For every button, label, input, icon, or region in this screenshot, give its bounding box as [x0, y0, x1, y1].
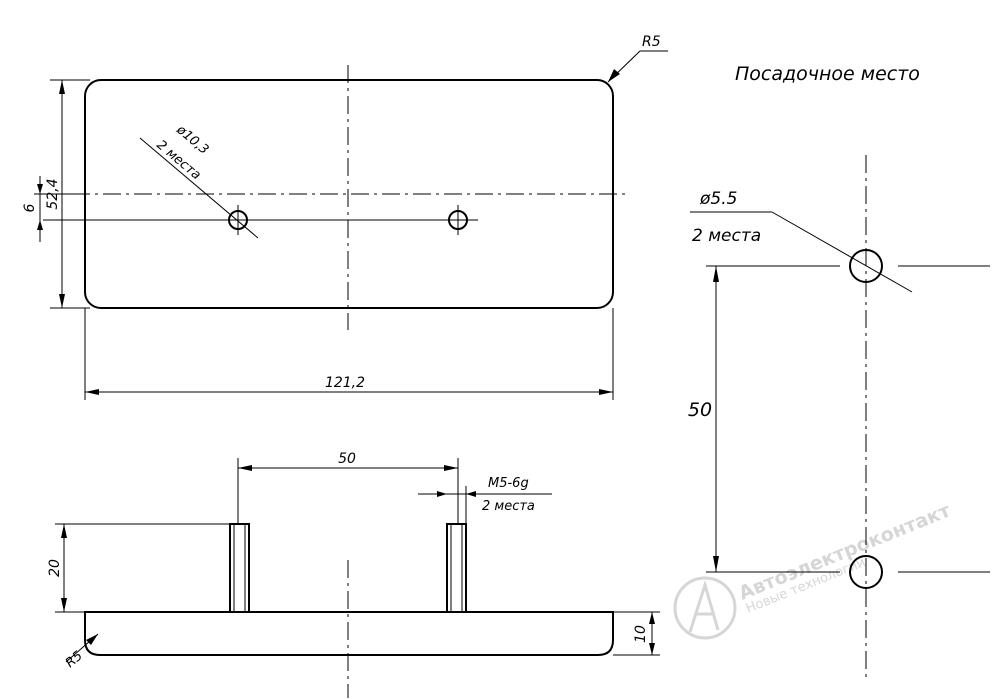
mounting-spacing-arrow-bottom [713, 556, 719, 572]
watermark-brand: Автоэлектроконтакт [736, 499, 954, 604]
plate-outline [84, 79, 614, 309]
base-thickness-label: 10 [633, 625, 649, 643]
spacing-arrow-right [444, 465, 458, 471]
mounting-spacing-arrow-top [713, 266, 719, 282]
mounting-hole-bottom [849, 555, 883, 589]
mounting-hole-count-label: 2 места [692, 226, 761, 246]
mounting-hole-diameter-label: ø5.5 [699, 189, 737, 209]
stud-left [229, 523, 250, 613]
base-plate-outline [84, 611, 614, 656]
thread-count-label: 2 места [482, 499, 535, 514]
offset-arrow-bottom [37, 220, 43, 230]
side-radius-label: R5 [63, 648, 86, 671]
thread-arrow-right [466, 491, 476, 497]
stud-height-arrow-bottom [61, 598, 67, 612]
base-arrow-bottom [649, 643, 655, 655]
watermark: Автоэлектроконтакт Новые технологии [673, 499, 954, 640]
side-radius-arrowhead [86, 634, 98, 645]
stud-height-label: 20 [47, 559, 63, 577]
thread-label: M5-6g [488, 476, 529, 491]
width-arrow-right [599, 389, 613, 395]
mounting-hole-top [849, 249, 883, 283]
spacing-arrow-left [238, 465, 252, 471]
stud-right [446, 523, 467, 613]
mounting-title: Посадочное место [735, 63, 920, 85]
stud-height-arrow-top [61, 524, 67, 538]
offset-dimension-label: 6 [22, 203, 38, 212]
hole-leader-line [139, 137, 259, 239]
side-view: 50 M5-6g 2 места 20 10 R5 [47, 451, 660, 698]
thread-arrow-left [437, 491, 447, 497]
width-dimension-label: 121,2 [325, 375, 365, 391]
height-arrow-bottom [59, 294, 65, 308]
width-arrow-left [85, 389, 99, 395]
radius-arrowhead [608, 69, 620, 82]
offset-arrow-top [37, 184, 43, 194]
radius-label: R5 [642, 34, 661, 50]
height-arrow-top [59, 80, 65, 94]
mounting-callout-leader [771, 211, 913, 293]
top-view: ø10,3 2 места R5 121,2 52,4 6 [22, 34, 668, 400]
watermark-logo-icon [673, 576, 737, 640]
mounting-pattern: Посадочное место ø5.5 2 места 50 [688, 63, 990, 678]
base-arrow-top [649, 612, 655, 624]
spacing-dimension-label: 50 [338, 451, 356, 467]
mounting-spacing-label: 50 [688, 399, 712, 421]
